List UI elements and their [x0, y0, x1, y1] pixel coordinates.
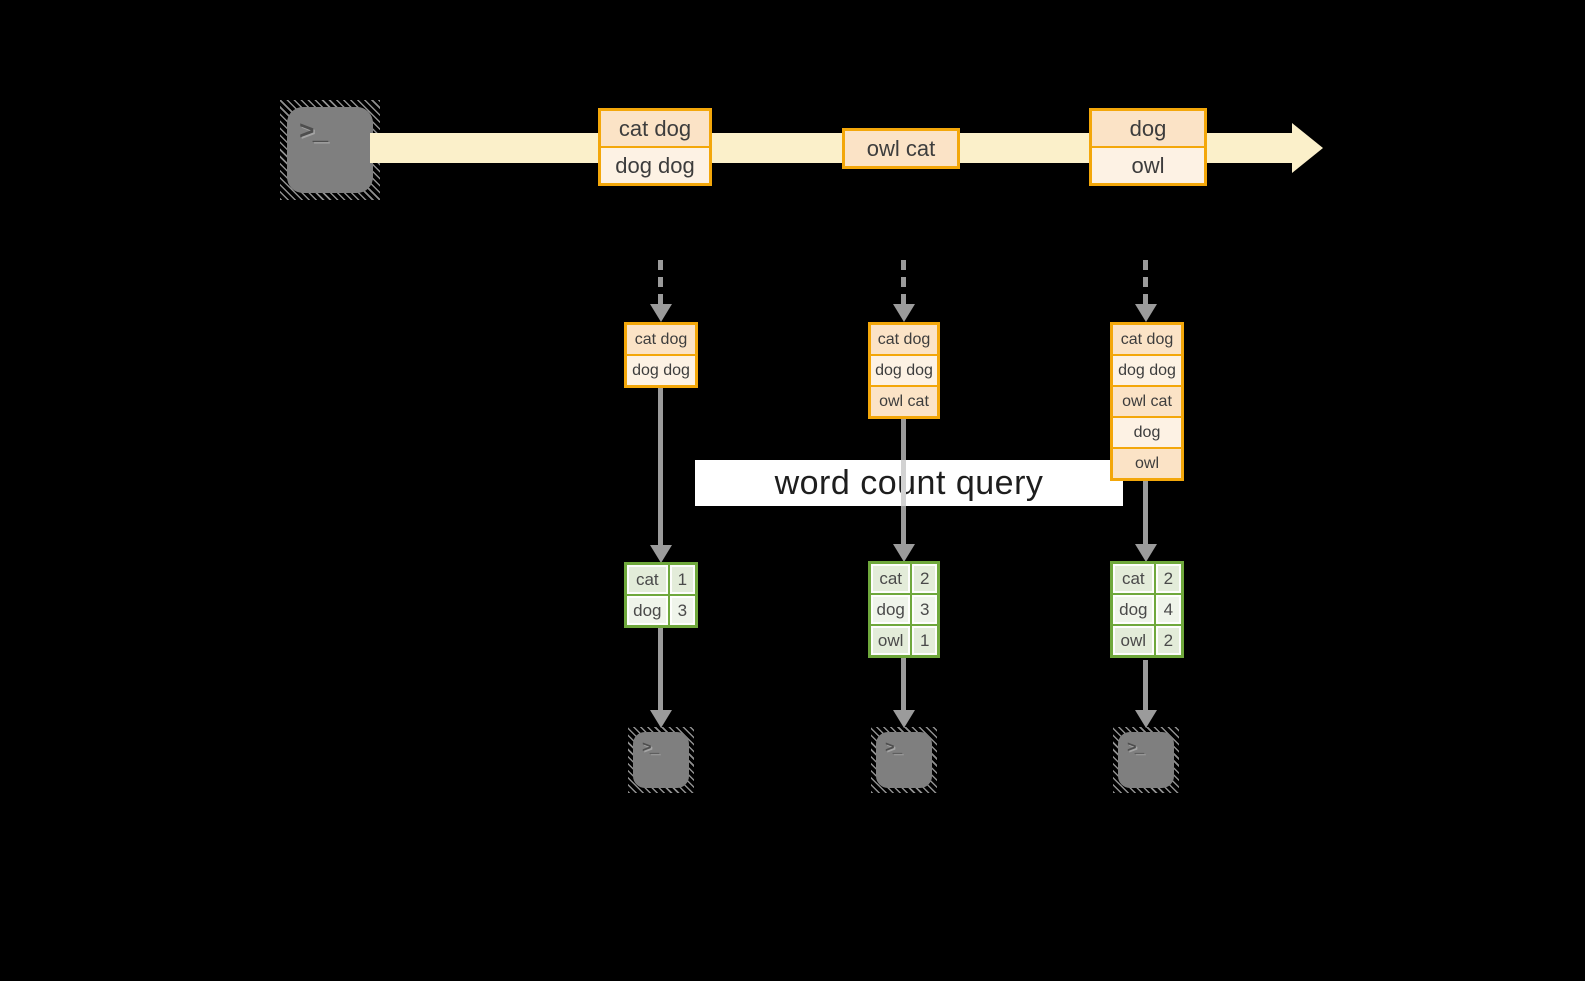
terminal-prompt-glyph: >_	[642, 739, 659, 757]
terminal-icon-body: >_	[1118, 732, 1174, 788]
sink-terminal-icon: >_	[1113, 727, 1179, 793]
terminal-prompt-glyph: >_	[885, 739, 902, 757]
stream-batch-3: dog owl	[1089, 108, 1207, 186]
stream-record: dog dog	[601, 148, 709, 183]
stream-batch-2: owl cat	[842, 128, 960, 169]
dashed-arrow-head-icon	[893, 304, 915, 322]
terminal-prompt-glyph: >_	[1127, 739, 1144, 757]
result-word: cat	[871, 564, 911, 593]
input-row: dog dog	[627, 356, 695, 385]
result-count: 2	[912, 564, 937, 593]
dashed-arrow-head-icon	[1135, 304, 1157, 322]
stream-record: cat dog	[601, 111, 709, 146]
query-arrow-head-icon	[1135, 544, 1157, 562]
input-row: owl cat	[1113, 387, 1181, 416]
terminal-icon-body: >_	[876, 732, 932, 788]
query-arrow-line	[658, 388, 663, 546]
query-label: word count query	[774, 463, 1044, 502]
sink-terminal-icon: >_	[871, 727, 937, 793]
terminal-prompt-glyph: >_	[299, 117, 328, 147]
query-arrow-overlay-line	[901, 460, 906, 506]
stream-arrow-head-icon	[1292, 123, 1323, 173]
input-row: dog dog	[1113, 356, 1181, 385]
result-count: 2	[1155, 626, 1181, 655]
stream-record: owl	[1092, 148, 1204, 183]
input-row: owl cat	[871, 387, 937, 416]
result-count: 2	[1155, 564, 1181, 593]
result-word: cat	[1113, 564, 1154, 593]
result-word: dog	[627, 596, 668, 625]
sink-terminal-icon: >_	[628, 727, 694, 793]
result-count: 3	[669, 596, 695, 625]
dashed-arrow-line	[1143, 260, 1148, 304]
result-word: owl	[1113, 626, 1154, 655]
input-row: cat dog	[871, 325, 937, 354]
output-arrow-line	[901, 658, 906, 711]
query-arrow-head-icon	[893, 544, 915, 562]
stream-batch-1: cat dog dog dog	[598, 108, 712, 186]
result-table-3: cat 2 dog 4 owl 2	[1110, 561, 1184, 658]
output-arrow-line	[658, 628, 663, 711]
result-word: owl	[871, 626, 911, 655]
terminal-icon-body: >_	[287, 107, 373, 193]
output-arrow-head-icon	[1135, 710, 1157, 728]
stream-record: dog	[1092, 111, 1204, 146]
query-label-box: word count query	[695, 460, 1123, 506]
input-row: cat dog	[627, 325, 695, 354]
stream-record: owl cat	[845, 131, 957, 166]
result-word: cat	[627, 565, 668, 594]
input-row: cat dog	[1113, 325, 1181, 354]
result-word: dog	[871, 595, 911, 624]
source-terminal-icon: >_	[280, 100, 380, 200]
input-row: dog dog	[871, 356, 937, 385]
result-table-1: cat 1 dog 3	[624, 562, 698, 628]
input-table-3: cat dog dog dog owl cat dog owl	[1110, 322, 1184, 481]
result-table-2: cat 2 dog 3 owl 1	[868, 561, 940, 658]
output-arrow-line	[1143, 660, 1148, 711]
query-arrow-line	[1143, 481, 1148, 545]
result-count: 3	[912, 595, 937, 624]
input-table-1: cat dog dog dog	[624, 322, 698, 388]
input-table-2: cat dog dog dog owl cat	[868, 322, 940, 419]
input-row: owl	[1113, 449, 1181, 478]
result-count: 4	[1155, 595, 1181, 624]
output-arrow-head-icon	[893, 710, 915, 728]
terminal-icon-body: >_	[633, 732, 689, 788]
result-count: 1	[669, 565, 695, 594]
result-word: dog	[1113, 595, 1154, 624]
dashed-arrow-line	[901, 260, 906, 304]
dashed-arrow-head-icon	[650, 304, 672, 322]
query-arrow-head-icon	[650, 545, 672, 563]
result-count: 1	[912, 626, 937, 655]
input-row: dog	[1113, 418, 1181, 447]
output-arrow-head-icon	[650, 710, 672, 728]
dashed-arrow-line	[658, 260, 663, 304]
